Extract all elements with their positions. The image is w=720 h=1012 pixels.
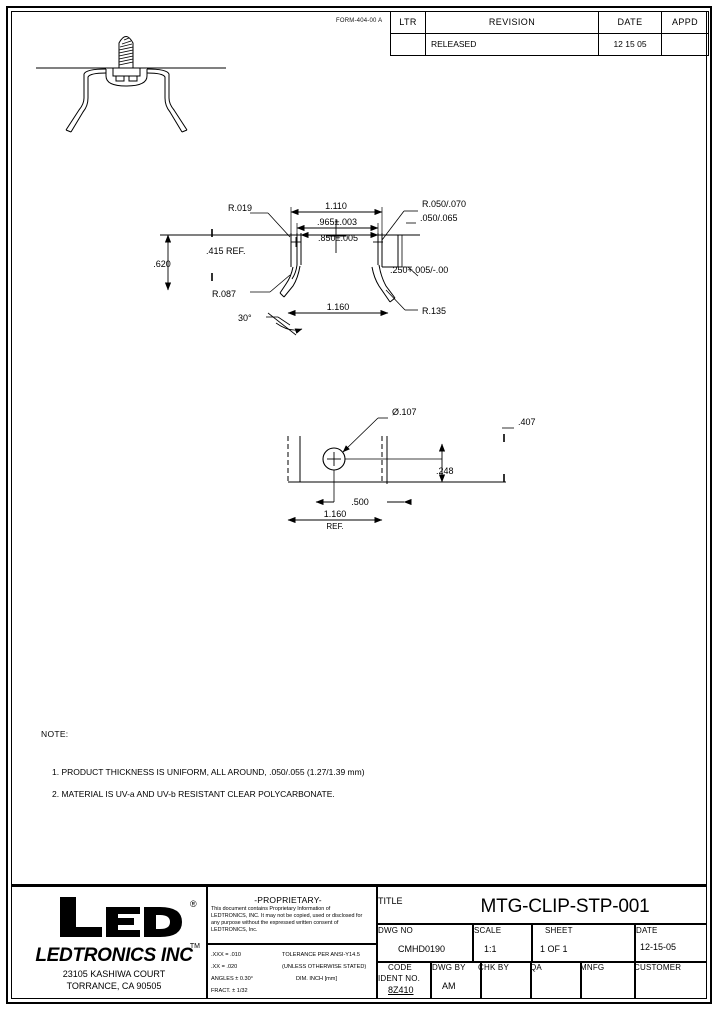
company-address-line2: TORRANCE, CA 90505	[66, 981, 162, 991]
dim-overall-length: 1.160	[324, 509, 347, 519]
dim-leg-angle: 30°	[238, 313, 252, 323]
revision-header-row: LTR REVISION DATE APPD	[390, 11, 709, 34]
dim-overall-width: 1.110	[325, 201, 347, 211]
company-logo: ® LEDTRONICS INC TM 23105 KASHIWA COURT …	[30, 893, 200, 993]
customer-cell	[635, 962, 707, 999]
company-cell	[11, 886, 207, 999]
title-block	[11, 884, 707, 999]
code-ident-cell	[377, 962, 431, 999]
revision-header-revision: REVISION	[425, 11, 599, 34]
date-cell	[635, 924, 707, 962]
scale-cell	[473, 924, 532, 962]
section-view-clip-with-screw	[28, 24, 234, 152]
tolerance-left-4: FRACT. ± 1/32	[211, 988, 248, 994]
dim-edge-distance: .407	[518, 417, 536, 427]
notes-heading: NOTE:	[41, 729, 69, 739]
dim-hole-diameter: Ø.107	[392, 407, 417, 417]
dim-thickness: .050/.065	[420, 213, 458, 223]
tolerance-left-3: ANGLES ± 0.30°	[211, 976, 253, 982]
proprietary-cell	[207, 886, 377, 944]
dim-hole-offset-horizontal: .500	[351, 497, 369, 507]
scale-value: 1:1	[484, 944, 497, 954]
mnfg-label: MNFG	[580, 963, 605, 972]
scale-label: SCALE	[474, 926, 502, 935]
dwg-by-value: AM	[442, 981, 456, 991]
mnfg-cell	[581, 962, 635, 999]
top-view: Ø.107 .407 .248 .500 1.160 REF.	[230, 398, 550, 538]
date-label: DATE	[636, 926, 658, 935]
dim-overall-length-ref: REF.	[326, 522, 343, 531]
form-number: FORM-404-00 A	[336, 18, 383, 24]
qa-cell	[531, 962, 581, 999]
dim-leg-height: .250+.005/-.00	[390, 265, 448, 275]
proprietary-body: This document contains Proprietary Infor…	[211, 906, 363, 934]
title-value: MTG-CLIP-STP-001	[480, 896, 650, 917]
dim-radius-left-top: R.019	[228, 203, 252, 213]
code-ident-label-1: CODE	[388, 963, 412, 972]
dim-radius-leg-left: R.087	[212, 289, 236, 299]
tolerance-right-2: (UNLESS OTHERWISE STATED)	[282, 964, 367, 970]
dwg-no-label: DWG NO	[378, 926, 413, 935]
revision-header-appd: APPD	[661, 11, 709, 34]
customer-label: CUSTOMER	[634, 963, 682, 972]
sheet-value: 1 OF 1	[540, 944, 568, 954]
code-ident-label-2: IDENT NO.	[378, 974, 421, 983]
dim-inner-width: .965±.003	[317, 217, 357, 227]
sheet-border-outer	[6, 6, 712, 1004]
dwg-by-cell	[431, 962, 481, 999]
registered-mark: ®	[190, 899, 197, 909]
company-address-line1: 23105 KASHIWA COURT	[62, 969, 166, 979]
company-name: LEDTRONICS INC	[35, 945, 193, 966]
revision-row: RELEASED 12 15 05	[390, 33, 709, 56]
date-value: 12-15-05	[640, 942, 677, 952]
tolerance-left-2: .XX = .020	[211, 964, 238, 970]
title-cell	[377, 886, 707, 924]
revision-cell-appd	[661, 33, 709, 56]
revision-header-date: DATE	[598, 11, 662, 34]
code-ident-value: 8Z410	[388, 985, 414, 995]
dim-ref-height: .415 REF.	[206, 246, 246, 256]
tolerance-left-1: .XXX = .010	[211, 952, 242, 958]
sheet-cell	[532, 924, 635, 962]
trademark-mark: TM	[189, 943, 200, 950]
revision-cell-description: RELEASED	[425, 33, 599, 56]
dim-height-overall: .620	[153, 259, 171, 269]
qa-label: QA	[530, 963, 542, 972]
dim-radius-right-corner: R.050/.070	[422, 199, 466, 209]
dim-leg-span: 1.160	[327, 302, 350, 312]
dwg-no-cell	[377, 924, 473, 962]
dim-slot-width: .850±.005	[318, 233, 358, 243]
revision-header-ltr: LTR	[390, 11, 426, 34]
revision-block: LTR REVISION DATE APPD RELEASED 12 15 05	[390, 11, 709, 56]
title-label: TITLE	[378, 896, 403, 906]
dwg-no-value: CMHD0190	[398, 944, 446, 954]
tolerance-right-1: TOLERANCE PER ANSI-Y14.5	[282, 952, 360, 958]
sheet-label: SHEET	[545, 926, 573, 935]
chk-by-label: CHK BY	[478, 963, 509, 972]
proprietary-heading: -PROPRIETARY-	[254, 895, 322, 905]
note-item-1: 1. PRODUCT THICKNESS IS UNIFORM, ALL ARO…	[52, 767, 365, 777]
revision-cell-ltr	[390, 33, 426, 56]
note-item-2: 2. MATERIAL IS UV-a AND UV-b RESISTANT C…	[52, 789, 335, 799]
dwg-by-label: DWG BY	[432, 963, 466, 972]
front-view: 1.110 .965±.003 .850±.005 R.019 R.050/.0…	[150, 145, 500, 340]
tolerance-right-3: DIM. INCH [mm]	[296, 976, 338, 982]
dim-hole-offset-vertical: .248	[436, 466, 454, 476]
tolerance-cell	[207, 944, 377, 999]
dim-radius-leg-right: R.135	[422, 306, 446, 316]
revision-cell-date: 12 15 05	[598, 33, 662, 56]
chk-by-cell	[481, 962, 531, 999]
